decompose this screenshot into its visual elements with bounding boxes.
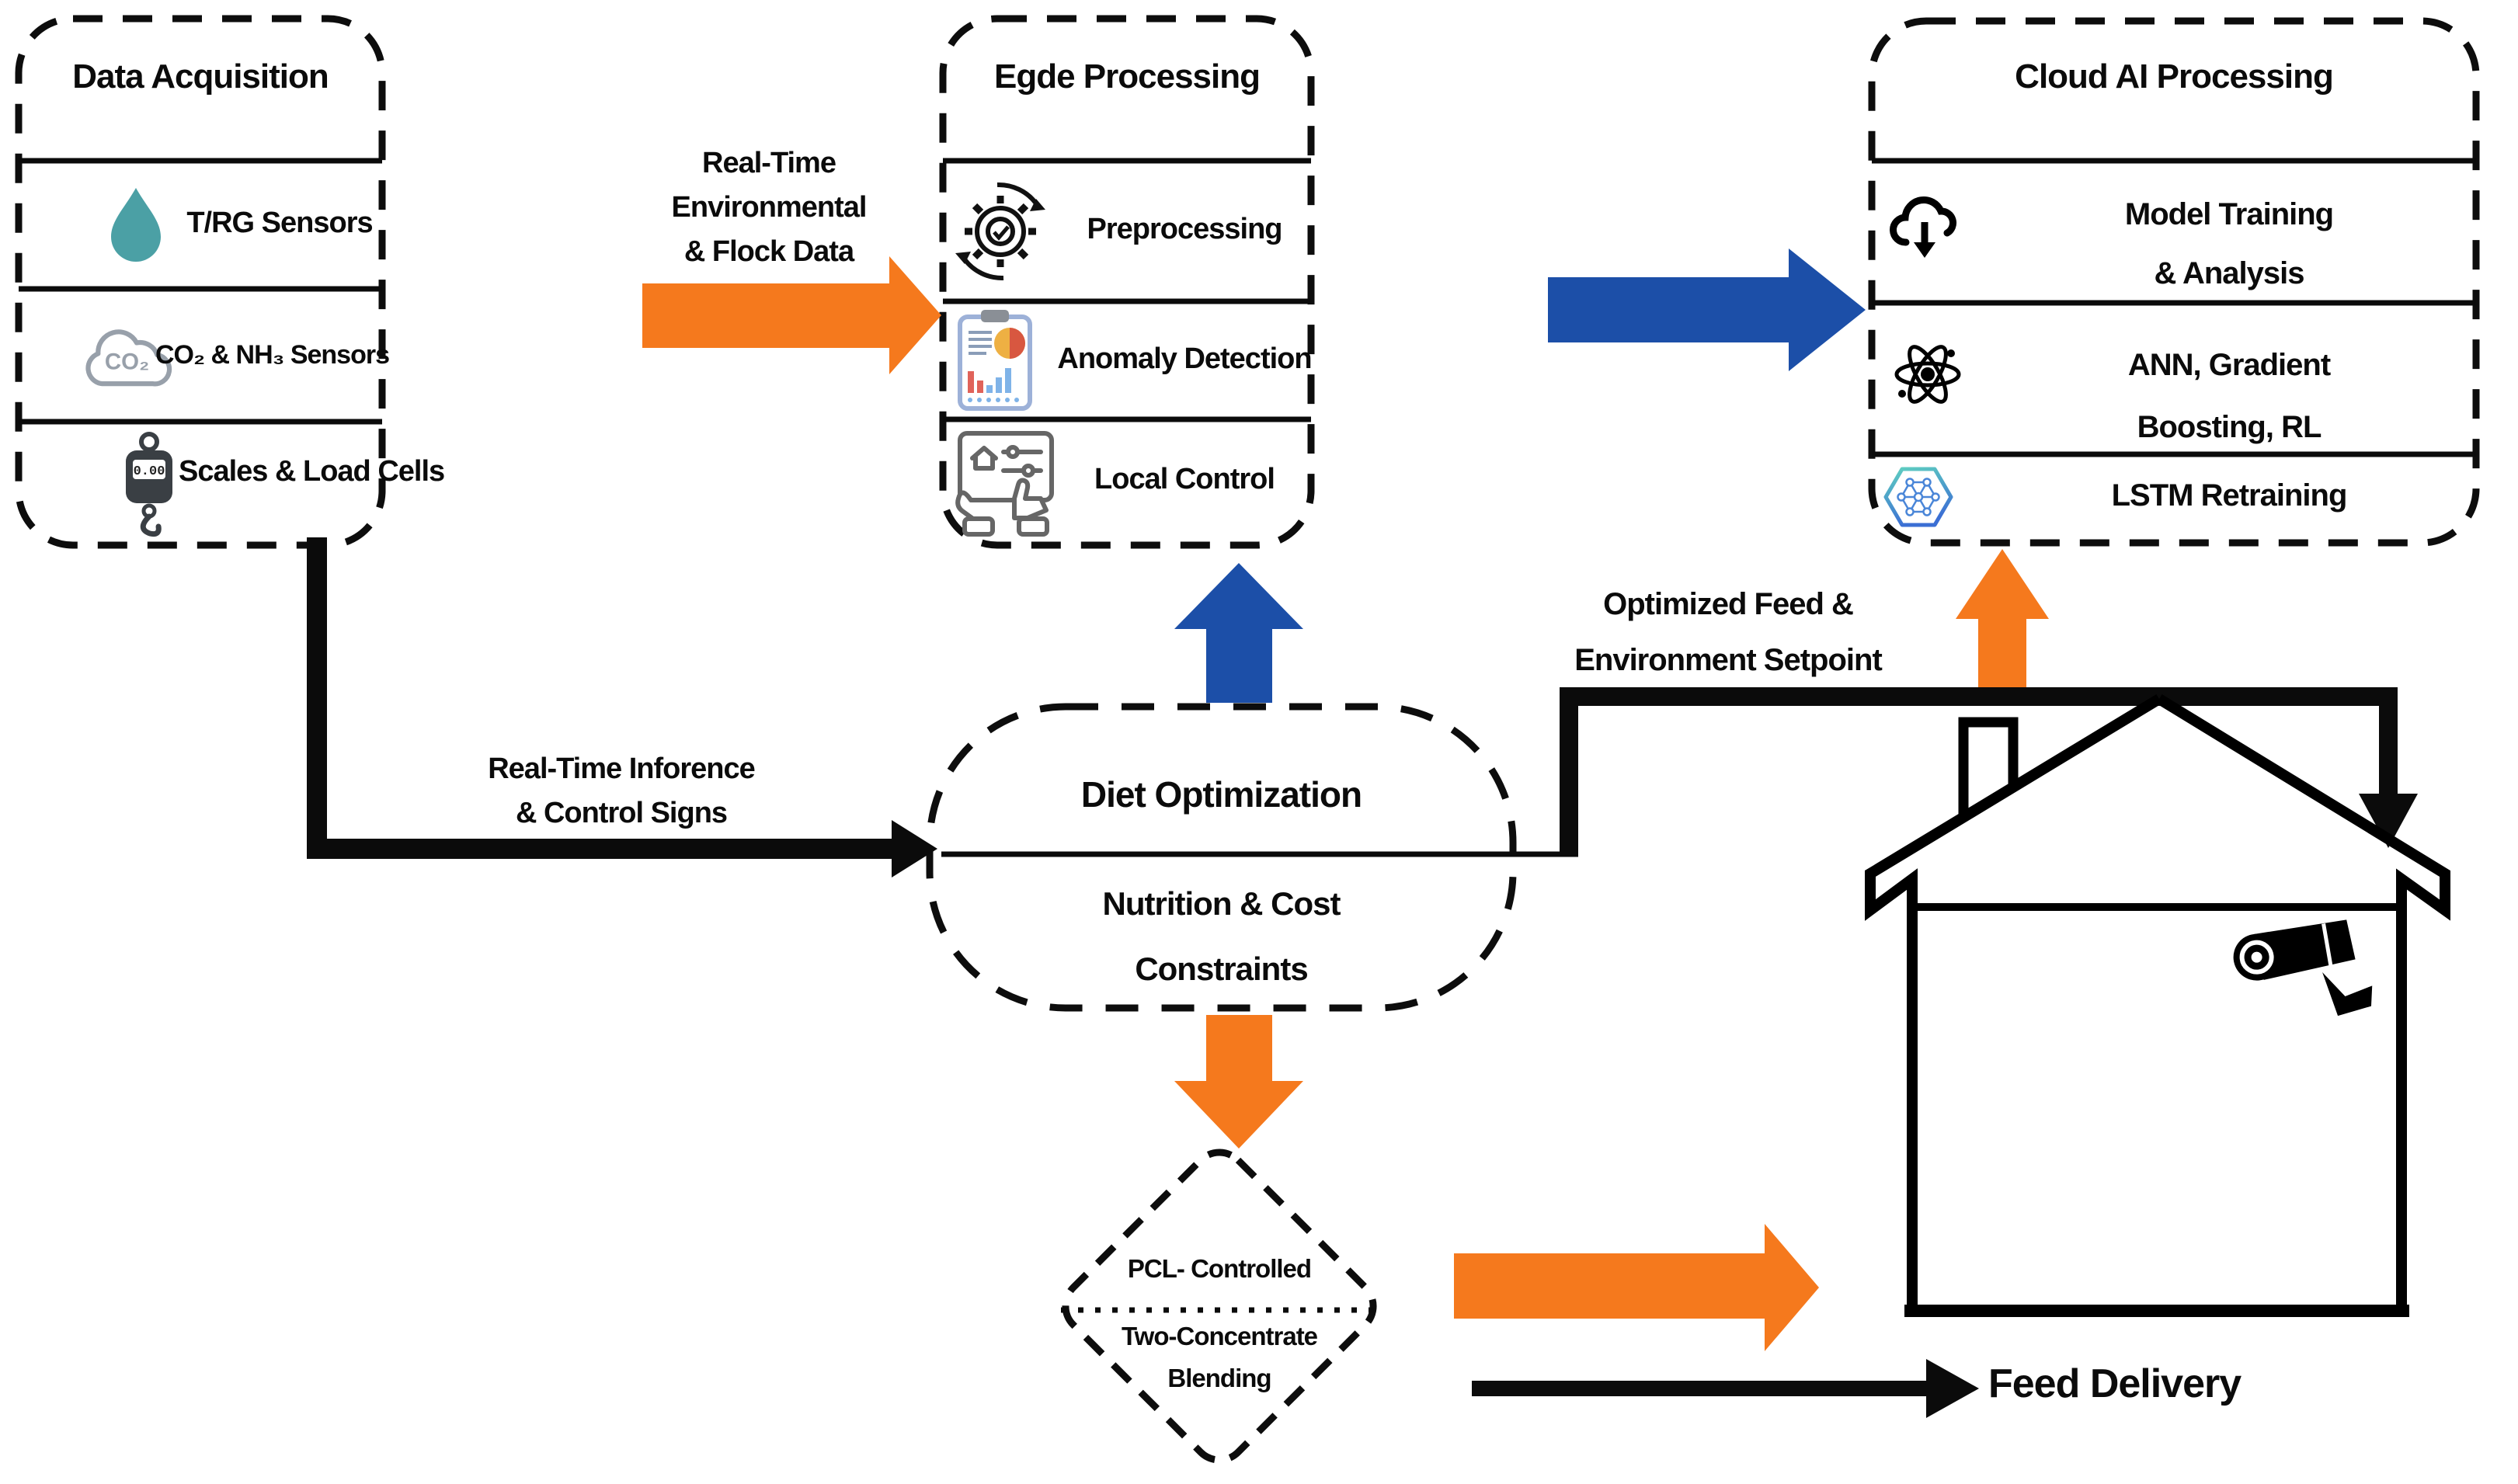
cloud-ai-box xyxy=(1868,17,2480,547)
gear-sync-icon xyxy=(955,182,1045,281)
cloud-download-icon xyxy=(1890,196,1957,258)
env-line2: Environmental xyxy=(671,191,868,224)
blending-line2: Blending xyxy=(1167,1364,1271,1392)
arrow-edge-to-cloud xyxy=(1548,248,1866,371)
cloud-ai-title: Cloud AI Processing xyxy=(2015,57,2334,96)
model-training-line2: & Analysis xyxy=(2154,256,2304,290)
hexagon-network-icon xyxy=(1883,467,1953,527)
data-acquisition-title: Data Acquisition xyxy=(72,57,329,96)
arrow-diet-to-diamond xyxy=(1174,1015,1303,1149)
lstm-retraining-label: LSTM Retraining xyxy=(2111,478,2348,513)
setpoint-label: Optimized Feed & Environment Setpoint xyxy=(1522,576,1934,688)
hanging-scale-icon: 0.00 xyxy=(126,432,172,537)
local-control-label: Local Control xyxy=(1094,463,1275,495)
co2-badge-label: CO₂ xyxy=(105,349,149,375)
trg-sensors-label: T/RG Sensors xyxy=(186,207,373,239)
blending-diamond xyxy=(1062,1149,1377,1464)
inference-line1: Real-Time Inforence xyxy=(488,752,756,785)
blending-line1: Two-Concentrate xyxy=(1121,1322,1318,1350)
data-acquisition-box xyxy=(15,15,386,549)
model-training-label: Model Training & Analysis xyxy=(1984,185,2474,303)
env-line1: Real-Time xyxy=(702,147,836,179)
feed-delivery-label: Feed Delivery xyxy=(1988,1361,2242,1406)
diet-sub-line2: Constraints xyxy=(1135,951,1308,987)
arrow-diamond-to-house xyxy=(1454,1224,1819,1351)
arrow-diet-to-edge xyxy=(1174,563,1303,703)
arrow-setpoint-to-cloud xyxy=(1956,549,2049,691)
edge-processing-title: Egde Processing xyxy=(993,57,1261,96)
preprocessing-label: Preprocessing xyxy=(1087,213,1283,245)
diet-optimization-box xyxy=(926,703,1517,1012)
cctv-camera-icon xyxy=(2233,919,2373,1017)
setpoint-line1: Optimized Feed & xyxy=(1603,587,1854,621)
setpoint-line2: Environment Setpoint xyxy=(1574,643,1883,677)
ann-gradient-label: ANN, Gradient Boosting, RL xyxy=(1984,334,2474,458)
box-separators xyxy=(19,158,2476,857)
ann-gradient-line1: ANN, Gradient xyxy=(2127,348,2331,382)
tablet-control-icon xyxy=(955,431,1054,537)
diet-optimization-title: Diet Optimization xyxy=(1080,774,1362,815)
gas-sensors-label: CO₂ & NH₃ Sensors xyxy=(155,340,390,370)
clipboard-chart-icon xyxy=(958,310,1032,411)
scales-label: Scales & Load Cells xyxy=(179,455,445,488)
scale-lcd-value: 0.00 xyxy=(134,464,165,479)
atom-icon xyxy=(1894,345,1961,404)
inference-line2: & Control Signs xyxy=(515,797,728,829)
poultry-house-icon xyxy=(1865,694,2450,1317)
arrow-diamond-to-feed-delivery xyxy=(1472,1359,1979,1418)
model-training-line1: Model Training xyxy=(2124,197,2334,231)
arrow-setpoint-feedback xyxy=(1560,687,2418,856)
droplet-icon xyxy=(111,188,161,262)
arrow-acquisition-to-edge xyxy=(642,256,941,374)
env-line3: & Flock Data xyxy=(683,235,854,268)
chimney-icon xyxy=(1958,717,2019,820)
co2-cloud-icon: CO₂ xyxy=(85,329,172,387)
pcl-controlled-label: PCL- Controlled xyxy=(1127,1254,1312,1283)
inference-signs-label: Real-Time Inforence & Control Signs xyxy=(404,747,839,836)
diet-sub-line1: Nutrition & Cost xyxy=(1102,885,1341,922)
edge-processing-box xyxy=(939,15,1315,549)
arrow-acquisition-to-diet xyxy=(307,537,937,878)
env-flock-data-label: Real-Time Environmental & Flock Data xyxy=(590,141,948,274)
ann-gradient-line2: Boosting, RL xyxy=(2137,410,2322,444)
anomaly-detection-label: Anomaly Detection xyxy=(1057,342,1312,375)
